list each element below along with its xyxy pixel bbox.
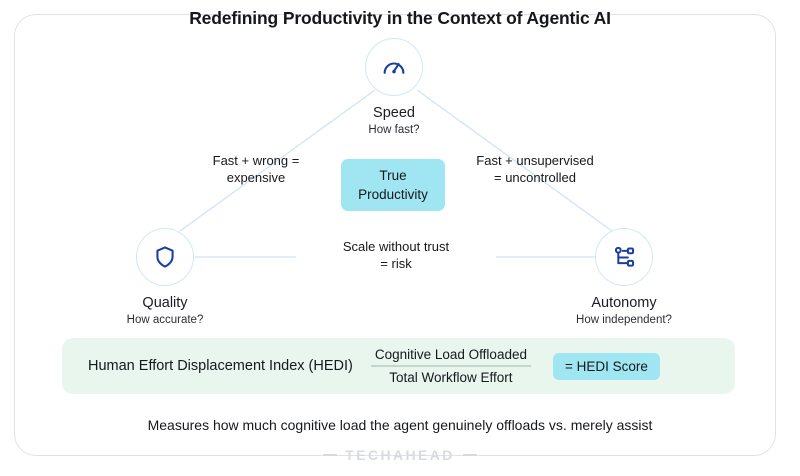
- edge-right-line1: Fast + unsupervised: [476, 153, 594, 168]
- node-speed-title: Speed: [373, 105, 415, 121]
- footnote: Measures how much cognitive load the age…: [147, 417, 653, 433]
- center-chip-line1: True: [379, 168, 407, 183]
- watermark-text: TECHAHEAD: [345, 447, 455, 463]
- hedi-score-badge: = HEDI Score: [552, 352, 660, 380]
- node-autonomy-subtitle: How independent?: [576, 314, 672, 326]
- node-quality-subtitle: How accurate?: [126, 314, 204, 326]
- page-title: Redefining Productivity in the Context o…: [189, 8, 611, 28]
- watermark-dash-left: [323, 454, 338, 456]
- edge-bottom-line2: = risk: [380, 256, 412, 271]
- node-speed-ring: [365, 38, 423, 96]
- watermark: TECHAHEAD: [0, 447, 800, 463]
- node-quality-ring: [136, 228, 194, 286]
- node-quality-title: Quality: [142, 295, 188, 311]
- node-speed-subtitle: How fast?: [368, 124, 420, 136]
- hedi-denominator: Total Workflow Effort: [389, 369, 513, 385]
- hedi-fraction: Cognitive Load Offloaded Total Workflow …: [370, 346, 531, 385]
- true-productivity-chip: True Productivity: [341, 159, 445, 211]
- edge-label-speed-quality: Fast + wrong = expensive: [176, 152, 336, 186]
- edge-left-line1: Fast + wrong =: [212, 153, 300, 168]
- hedi-formula-bar: Human Effort Displacement Index (HEDI) C…: [62, 338, 735, 394]
- hedi-name-label: Human Effort Displacement Index (HEDI): [88, 358, 353, 374]
- hedi-numerator: Cognitive Load Offloaded: [374, 346, 527, 362]
- node-quality[interactable]: Quality How accurate?: [127, 228, 203, 326]
- speedometer-icon: [383, 62, 405, 74]
- hedi-fraction-rule: [370, 365, 531, 367]
- node-speed-caption: Speed How fast?: [279, 104, 509, 138]
- shield-icon: [156, 246, 174, 268]
- edge-label-speed-autonomy: Fast + unsupervised = uncontrolled: [452, 152, 618, 186]
- edge-label-quality-autonomy: Scale without trust = risk: [296, 238, 496, 272]
- watermark-dash-right: [462, 454, 477, 456]
- node-autonomy-caption: Autonomy How independent?: [509, 294, 739, 328]
- workflow-nodes-icon: [614, 246, 634, 267]
- edge-left-line2: expensive: [226, 170, 286, 185]
- node-autonomy-title: Autonomy: [591, 295, 657, 311]
- node-autonomy[interactable]: Autonomy How independent?: [576, 228, 672, 326]
- edge-right-line2: = uncontrolled: [493, 170, 577, 185]
- node-autonomy-ring: [595, 228, 653, 286]
- center-chip-line2: Productivity: [358, 187, 428, 202]
- node-quality-caption: Quality How accurate?: [50, 294, 280, 328]
- node-speed[interactable]: Speed How fast?: [365, 38, 423, 136]
- edge-bottom-line1: Scale without trust: [342, 239, 450, 254]
